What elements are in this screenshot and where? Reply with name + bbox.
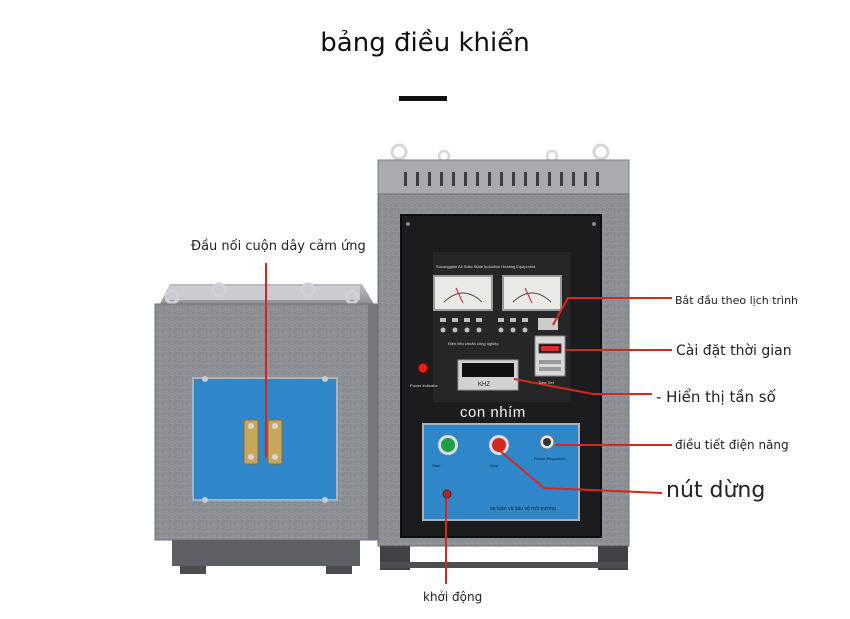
title-underline bbox=[399, 96, 447, 101]
panel-caption: Start bbox=[432, 463, 441, 468]
panel-caption: Power Indicator bbox=[410, 383, 438, 388]
brand-name: con nhím bbox=[460, 404, 526, 421]
time-relay bbox=[534, 335, 566, 377]
voltmeter bbox=[433, 275, 493, 311]
callout-coil-connector: Đầu nối cuộn dây cảm ứng bbox=[191, 239, 366, 254]
panel-caption: Điện tiêu chuẩn công nghiệp bbox=[448, 341, 499, 346]
callout-lines bbox=[265, 263, 672, 584]
page-title: bảng điều khiển bbox=[320, 28, 530, 58]
callout-time-setting: Cài đặt thời gian bbox=[676, 343, 792, 359]
panel-caption: Time Set bbox=[538, 380, 554, 385]
callout-frequency-display: - Hiển thị tần số bbox=[656, 388, 776, 406]
power-lamp-icon bbox=[417, 362, 429, 374]
callout-schedule-start: Bắt đầu theo lịch trình bbox=[675, 294, 799, 307]
stop-button-icon bbox=[492, 438, 506, 452]
callout-start-button: khởi động bbox=[423, 590, 483, 604]
callout-power-regulation: điều tiết điện năng bbox=[675, 438, 789, 452]
panel-caption: Stop bbox=[490, 463, 499, 468]
start-button-icon bbox=[441, 438, 455, 452]
panel-caption: Soconggian All Solid State Induction Hea… bbox=[436, 264, 536, 269]
safety-note: an toàn và bảo vệ môi trường bbox=[490, 506, 556, 512]
control-cabinet bbox=[377, 143, 630, 570]
freq-unit-label: KHZ bbox=[478, 382, 490, 388]
frequency-display bbox=[457, 359, 519, 391]
panel-caption: Power Regulation bbox=[534, 456, 566, 461]
ammeter bbox=[502, 275, 562, 311]
callout-stop-button: nút dừng bbox=[666, 478, 766, 503]
